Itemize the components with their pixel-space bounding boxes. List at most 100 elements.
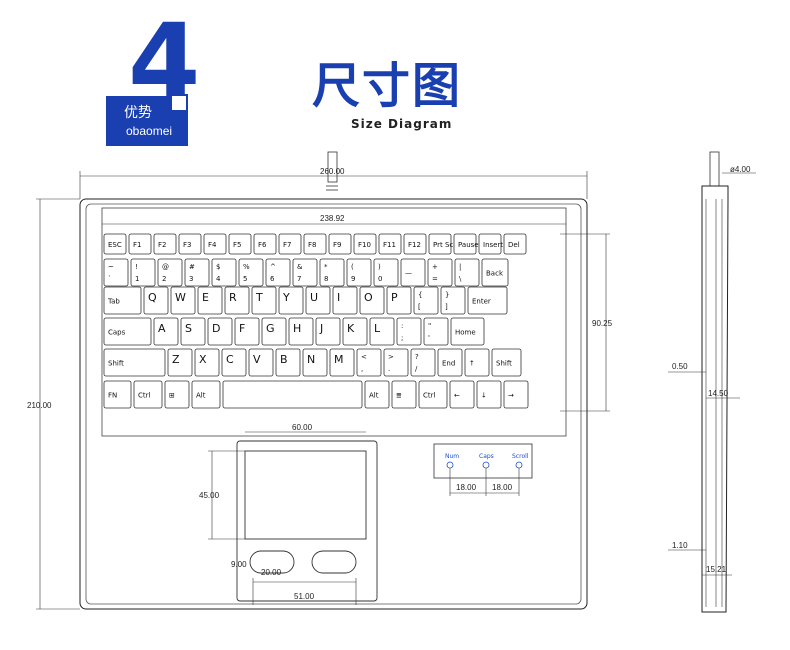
key-label: Insert [483, 241, 503, 249]
key-label: Back [486, 270, 504, 278]
key-label: : [401, 322, 403, 330]
key-label: K [347, 322, 355, 335]
dim-keys-height: 90.25 [592, 319, 613, 328]
key-sublabel: ` [108, 275, 112, 283]
key-label: F8 [308, 241, 316, 249]
key-cap [440, 286, 466, 315]
key-label: Y [282, 291, 290, 304]
key-cap [221, 348, 247, 377]
led-label-num: Num [445, 453, 459, 460]
badge-number: 4 [128, 1, 201, 123]
key-label: ≣ [396, 392, 402, 400]
key-sublabel: / [415, 365, 418, 373]
key-label: ⊞ [169, 392, 175, 400]
key-sublabel: 4 [216, 275, 221, 283]
key-label: V [253, 353, 261, 366]
key-label: F4 [208, 241, 217, 249]
key-label: F3 [183, 241, 191, 249]
key-cap [449, 380, 475, 409]
key-label: ( [351, 263, 354, 271]
key-label: P [391, 291, 398, 304]
key-label: " [428, 322, 431, 330]
key-cap [211, 258, 237, 287]
key-cap [278, 286, 304, 315]
key-label: A [158, 322, 166, 335]
led-scroll-icon [515, 461, 523, 469]
key-label: F1 [133, 241, 141, 249]
key-cap [103, 233, 127, 255]
key-cap [103, 317, 152, 346]
led-label-caps: Caps [479, 453, 494, 460]
key-sublabel: 0 [378, 275, 382, 283]
key-cap [418, 380, 448, 409]
key-cap [353, 233, 377, 255]
key-label: I [337, 291, 340, 304]
key-cap [315, 317, 341, 346]
key-label: | [459, 263, 461, 271]
key-cap [278, 233, 302, 255]
key-cap [143, 286, 169, 315]
page-title: 尺寸图 [312, 58, 463, 114]
key-label: Caps [108, 329, 126, 337]
key-label: ESC [108, 241, 122, 249]
key-cap [261, 317, 287, 346]
key-cap [332, 286, 358, 315]
key-cap [170, 286, 196, 315]
key-cap [253, 233, 277, 255]
key-label: Prt Sc [433, 241, 453, 249]
key-sublabel: 1 [135, 275, 139, 283]
key-cap [391, 380, 417, 409]
key-cap [248, 348, 274, 377]
key-cap [342, 317, 368, 346]
key-label: O [364, 291, 373, 304]
key-cap [197, 286, 223, 315]
key-label: N [307, 353, 315, 366]
key-cap [453, 233, 477, 255]
key-cap [386, 286, 412, 315]
key-cap [481, 258, 509, 287]
key-label: Alt [369, 392, 379, 400]
key-label: > [388, 353, 394, 361]
badge-square [170, 94, 188, 112]
key-cap [153, 317, 179, 346]
key-cap [265, 258, 291, 287]
key-cap [207, 317, 233, 346]
key-label: F10 [358, 241, 371, 249]
cable [327, 151, 338, 183]
key-label: } [445, 291, 449, 299]
key-cap [450, 317, 485, 346]
key-cap [194, 348, 220, 377]
dim-touchpad-height: 45.00 [199, 491, 220, 500]
key-cap [103, 348, 166, 377]
key-cap [130, 258, 156, 287]
key-label: C [226, 353, 234, 366]
key-label: Del [508, 241, 520, 249]
key-cap [346, 258, 372, 287]
key-label: D [212, 322, 220, 335]
key-label: ! [135, 263, 138, 271]
key-cap [503, 233, 527, 255]
key-label: T [255, 291, 263, 304]
side-view-body [701, 185, 729, 613]
key-label: # [189, 263, 195, 271]
key-sublabel: [ [418, 303, 421, 311]
key-label: S [185, 322, 192, 335]
key-cap [400, 258, 426, 287]
key-cap [157, 258, 183, 287]
key-label: W [175, 291, 186, 304]
led-caps-icon [482, 461, 490, 469]
key-label: Shift [108, 360, 124, 368]
key-sublabel: 7 [297, 275, 301, 283]
key-cap [329, 348, 355, 377]
key-label: Q [148, 291, 157, 304]
key-cap [403, 233, 427, 255]
key-label: F12 [408, 241, 421, 249]
dim-cable-diameter: ø4.00 [730, 165, 751, 174]
key-cap [437, 348, 463, 377]
dim-touchpad-width: 60.00 [292, 423, 313, 432]
dim-led-spacing-1: 18.00 [456, 483, 477, 492]
key-cap [364, 380, 390, 409]
dim-side-a: 0.50 [672, 362, 688, 371]
key-label: G [266, 322, 275, 335]
